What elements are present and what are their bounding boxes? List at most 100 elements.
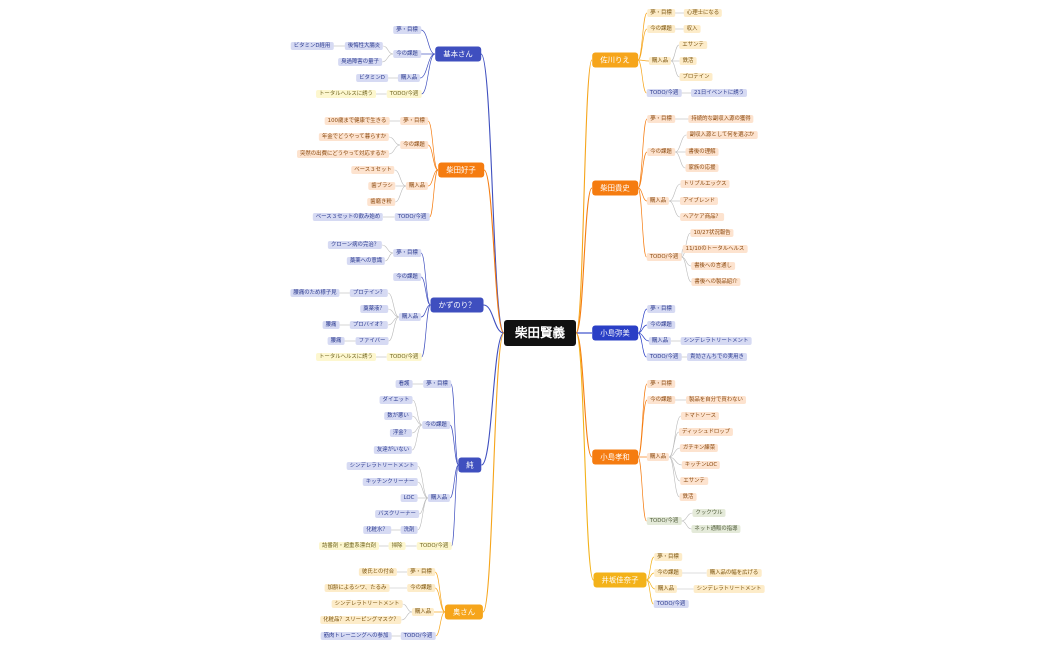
category-node[interactable]: 夢・目標 [647, 115, 675, 123]
leaf-node[interactable]: 鉄活 [679, 493, 697, 501]
leaf-node[interactable]: ビタミンD経用 [290, 42, 334, 50]
branch-node[interactable]: 佐川りえ [592, 52, 638, 68]
leaf-node[interactable]: 化粧品？スリーピングマスク？ [320, 616, 402, 624]
leaf-node[interactable]: 11/10のトータルヘルス [682, 245, 748, 253]
leaf-node[interactable]: シンデレラトリートメント [680, 337, 752, 345]
category-node[interactable]: 購入品 [646, 197, 670, 205]
category-node[interactable]: TODO/今週 [646, 89, 682, 97]
leaf-node[interactable]: シンデレラトリートメント [346, 462, 418, 470]
leaf-node[interactable]: 収入 [683, 25, 701, 33]
category-node[interactable]: 購入品 [397, 74, 421, 82]
category-node[interactable]: TODO/今週 [646, 253, 682, 261]
leaf-node[interactable]: 看護 [395, 380, 413, 388]
branch-node[interactable]: 基本さん [435, 46, 481, 62]
leaf-node[interactable]: 彼氏との付合 [358, 568, 398, 576]
leaf-node[interactable]: ネット通販の指導 [691, 525, 741, 533]
category-node[interactable]: TODO/今週 [416, 542, 452, 550]
leaf-node[interactable]: キッチンクリーナー [362, 478, 418, 486]
category-node[interactable]: 今の課題 [647, 148, 675, 156]
leaf-node[interactable]: 購入品の幅を広げる [706, 569, 762, 577]
leaf-node[interactable]: 心理士になる [683, 9, 723, 17]
leaf-node[interactable]: シンデレラトリートメント [331, 600, 403, 608]
branch-node[interactable]: かずのり？ [430, 297, 484, 313]
leaf-node[interactable]: 歯ブラシ [368, 182, 396, 190]
root-node[interactable]: 柴田賢義 [503, 320, 577, 346]
leaf-node[interactable]: 洗剤 [400, 526, 418, 534]
leaf-node[interactable]: ビタミンD [356, 74, 388, 82]
category-node[interactable]: 今の課題 [647, 396, 675, 404]
leaf-node[interactable]: 腰痛 [327, 337, 345, 345]
leaf-node[interactable]: 数が悪い [384, 412, 412, 420]
category-node[interactable]: 購入品 [646, 453, 670, 461]
leaf-node[interactable]: 掃除 [388, 542, 406, 550]
category-node[interactable]: 購入品 [405, 182, 429, 190]
category-node[interactable]: 今の課題 [407, 584, 435, 592]
category-node[interactable]: 購入品 [398, 313, 422, 321]
category-node[interactable]: 夢・目標 [647, 380, 675, 388]
category-node[interactable]: 今の課題 [422, 421, 450, 429]
branch-node[interactable]: 奥さん [444, 604, 484, 620]
leaf-node[interactable]: 鉄活 [679, 57, 697, 65]
leaf-node[interactable]: アイブレンド [679, 197, 719, 205]
branch-node[interactable]: 純 [458, 457, 482, 473]
category-node[interactable]: TODO/今週 [646, 517, 682, 525]
category-node[interactable]: 夢・目標 [647, 305, 675, 313]
leaf-node[interactable]: 副収入源として何を選ぶか [686, 131, 758, 139]
leaf-node[interactable]: トータルヘルスに誘う [316, 353, 376, 361]
leaf-node[interactable]: 化粧水？ [363, 526, 391, 534]
leaf-node[interactable]: ベース３セットの飲み始め [312, 213, 384, 221]
leaf-node[interactable]: 腰痛 [322, 321, 340, 329]
leaf-node[interactable]: プロテイン [679, 73, 713, 81]
category-node[interactable]: TODO/今週 [646, 353, 682, 361]
leaf-node[interactable]: プロテイン？ [349, 289, 389, 297]
leaf-node[interactable]: ダイエット [379, 396, 413, 404]
category-node[interactable]: 購入品 [427, 494, 451, 502]
category-node[interactable]: 今の課題 [393, 273, 421, 281]
leaf-node[interactable]: クックウル [692, 509, 726, 517]
category-node[interactable]: TODO/今週 [400, 632, 436, 640]
category-node[interactable]: 今の課題 [654, 569, 682, 577]
leaf-node[interactable]: 筋肉トレーニングへの参加 [320, 632, 392, 640]
category-node[interactable]: 今の課題 [647, 25, 675, 33]
category-node[interactable]: 購入品 [648, 337, 672, 345]
branch-node[interactable]: 柴田貴史 [592, 180, 638, 196]
leaf-node[interactable]: 浮金？ [389, 429, 413, 437]
leaf-node[interactable]: 21日イベントに誘う [691, 89, 747, 97]
category-node[interactable]: 今の課題 [393, 50, 421, 58]
category-node[interactable]: 購入品 [411, 608, 435, 616]
branch-node[interactable]: 小島孝和 [592, 449, 638, 465]
category-node[interactable]: 今の課題 [647, 321, 675, 329]
category-node[interactable]: TODO/今週 [386, 353, 422, 361]
leaf-node[interactable]: 加齢によるシワ、たるみ [324, 584, 390, 592]
leaf-node[interactable]: 詰番剤・超重系漂白剤 [319, 542, 379, 550]
category-node[interactable]: 夢・目標 [393, 26, 421, 34]
leaf-node[interactable]: 貴効さんちでの実用き [687, 353, 747, 361]
leaf-node[interactable]: シンデレラトリートメント [693, 585, 765, 593]
category-node[interactable]: 夢・目標 [654, 553, 682, 561]
branch-node[interactable]: 柴田好子 [438, 162, 484, 178]
category-node[interactable]: 夢・目標 [423, 380, 451, 388]
leaf-node[interactable]: ヘアケア商品？ [680, 213, 724, 221]
category-node[interactable]: TODO/今週 [653, 600, 689, 608]
leaf-node[interactable]: LOC [400, 494, 418, 502]
leaf-node[interactable]: 年金でどうやって暮らすか [318, 133, 390, 141]
leaf-node[interactable]: トータルヘルスに誘う [316, 90, 376, 98]
category-node[interactable]: 夢・目標 [393, 249, 421, 257]
category-node[interactable]: 購入品 [648, 57, 672, 65]
leaf-node[interactable]: 歯磨き粉 [367, 198, 395, 206]
leaf-node[interactable]: トマトソース [680, 412, 720, 420]
leaf-node[interactable]: 書後への製品紹介 [691, 278, 741, 286]
leaf-node[interactable]: 後悔性大腸炎 [344, 42, 384, 50]
leaf-node[interactable]: エサンテ [679, 41, 707, 49]
category-node[interactable]: TODO/今週 [386, 90, 422, 98]
category-node[interactable]: 夢・目標 [400, 117, 428, 125]
category-node[interactable]: 夢・目標 [407, 568, 435, 576]
branch-node[interactable]: 井坂佳奈子 [593, 572, 647, 588]
leaf-node[interactable]: 臭過障害の量子 [338, 58, 382, 66]
leaf-node[interactable]: ディッシュドロップ [678, 428, 734, 436]
category-node[interactable]: 購入品 [654, 585, 678, 593]
leaf-node[interactable]: 10/27状況報告 [690, 229, 734, 237]
leaf-node[interactable]: 100歳まで健康で生きる [324, 117, 390, 125]
category-node[interactable]: TODO/今週 [394, 213, 430, 221]
leaf-node[interactable]: 藁薬への意識 [346, 257, 386, 265]
